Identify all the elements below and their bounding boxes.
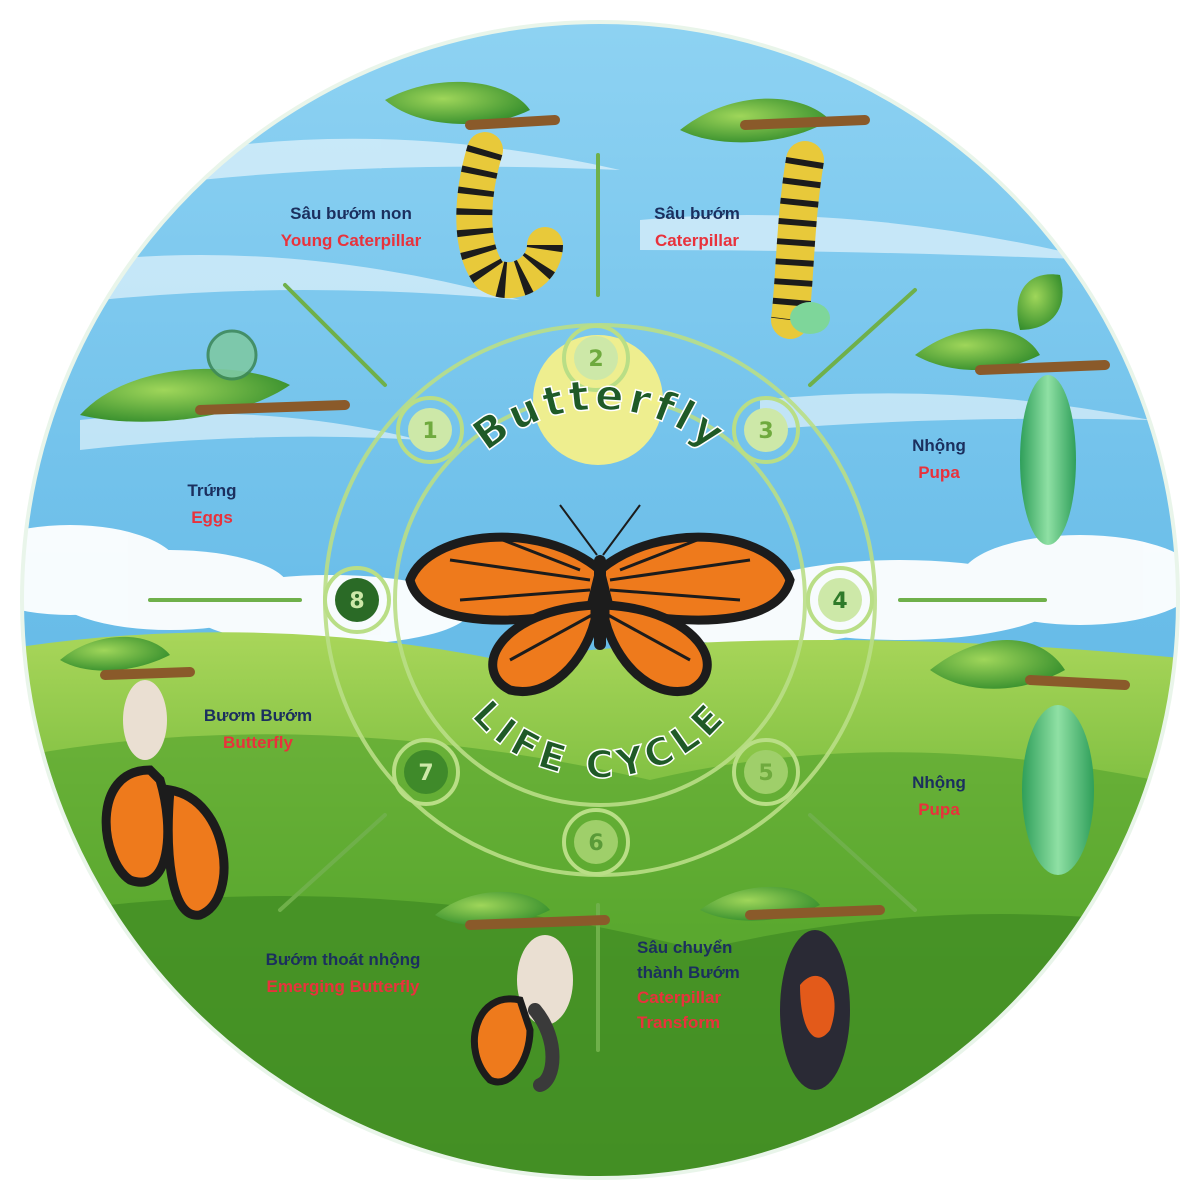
stage-label-8: Bươm Bướm Butterfly	[204, 702, 312, 756]
stage-label-1: Trứng Eggs	[187, 477, 236, 531]
stage-number-2: 2	[588, 347, 603, 372]
stage-label-5-vi: Nhộng	[912, 773, 966, 792]
stage-badge-1	[408, 408, 452, 452]
stage-badge-7	[404, 750, 448, 794]
pupa-green-illustration-2	[930, 640, 1130, 875]
stage-label-7: Bướm thoát nhộng Emerging Butterfly	[266, 946, 421, 1000]
stage-label-3-vi: Sâu bướm	[654, 204, 740, 223]
stage-number-1: 1	[422, 419, 437, 444]
stage-label-4-en: Pupa	[918, 463, 960, 482]
stage-label-4: Nhộng Pupa	[912, 432, 966, 486]
stage-badge-ring-8	[323, 566, 391, 634]
stage-label-4-vi: Nhộng	[912, 436, 966, 455]
stage-label-8-vi: Bươm Bướm	[203, 706, 313, 725]
stage-badge-6	[574, 820, 618, 864]
stage-badge-ring-7	[392, 738, 460, 806]
caterpillar-illustration	[680, 98, 870, 339]
stage-label-7-en: Emerging Butterfly	[266, 977, 420, 996]
stage-label-1-vi: Trứng	[187, 481, 237, 500]
stage-badge-2	[574, 336, 618, 380]
stage-label-8-en: Butterfly	[223, 733, 293, 752]
stage-label-2-vi: Sâu bướm non	[290, 204, 412, 223]
stage-badge-ring-1	[396, 396, 464, 464]
stage-badge-4	[818, 578, 862, 622]
stage-label-5: Nhộng Pupa	[912, 769, 966, 823]
stage-label-7-vi: Bướm thoát nhộng	[265, 950, 421, 969]
stage-label-6-en-line2: Transform	[637, 1013, 721, 1032]
stage-label-6-en-line1: Caterpillar	[637, 988, 722, 1007]
young-caterpillar-illustration	[385, 81, 563, 299]
stage-label-1-en: Eggs	[191, 508, 233, 527]
emerging-butterfly-illustration	[435, 891, 610, 1092]
stage-label-2: Sâu bướm non Young Caterpillar	[281, 200, 421, 254]
stage-label-6-vi-line1: Sâu chuyển	[637, 938, 733, 957]
stage-number-5: 5	[758, 761, 773, 786]
stage-badge-3	[744, 408, 788, 452]
butterfly-on-chrysalis-illustration	[60, 636, 229, 920]
divider-lines	[148, 153, 1047, 1052]
cloud-streaks	[80, 138, 1150, 450]
stage-label-3-en: Caterpillar	[654, 231, 740, 250]
stage-label-3: Sâu bướm Caterpillar	[654, 200, 740, 254]
stage-number-3: 3	[758, 419, 773, 444]
stage-badge-ring-3	[732, 396, 800, 464]
eggs-illustration	[80, 329, 350, 422]
stage-badge-ring-4	[806, 566, 874, 634]
stage-label-5-en: Pupa	[918, 800, 960, 819]
stage-number-8: 8	[349, 589, 364, 614]
stage-badge-ring-6	[562, 808, 630, 876]
stage-number-badges: 1 2 3 4 5 6 7 8	[323, 324, 874, 876]
stage-number-4: 4	[832, 589, 847, 614]
stage-label-6-vi-line2: thành Bướm	[637, 963, 740, 982]
stage-badge-ring-2	[562, 324, 630, 392]
stage-badge-8	[335, 578, 379, 622]
stage-label-6: Sâu chuyển thành Bướm Caterpillar Transf…	[637, 935, 740, 1035]
monarch-butterfly-illustration	[405, 504, 795, 696]
pupa-green-illustration-1	[915, 274, 1110, 545]
dark-chrysalis-illustration	[700, 886, 885, 1090]
stage-badge-ring-5	[732, 738, 800, 806]
stage-number-6: 6	[588, 831, 603, 856]
stage-badge-5	[744, 750, 788, 794]
stage-number-7: 7	[418, 761, 433, 786]
stage-label-2-en: Young Caterpillar	[280, 231, 422, 250]
